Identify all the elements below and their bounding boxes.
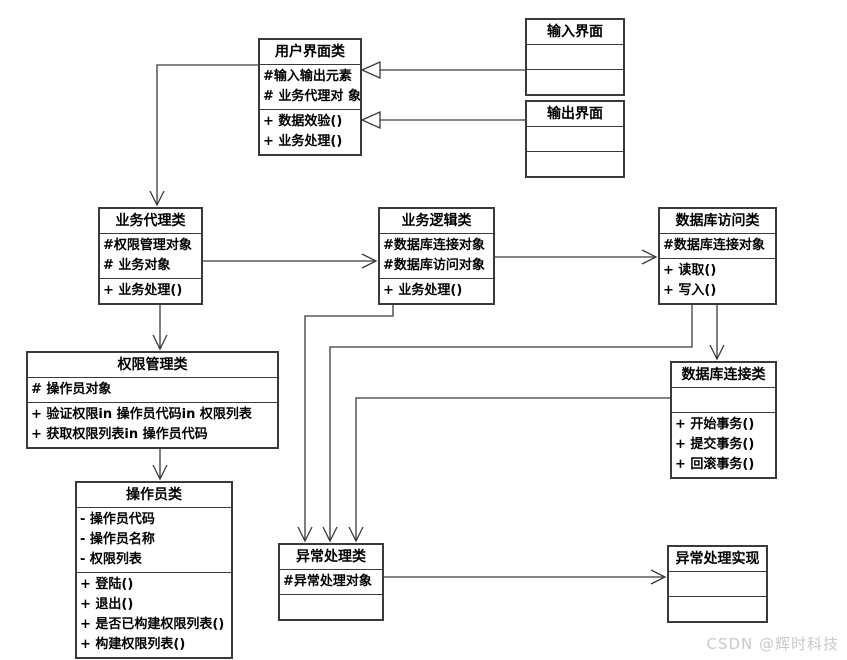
attribute: #数据库连接对象	[663, 238, 765, 253]
class-title: 业务逻辑类	[401, 213, 472, 229]
method: + 退出()	[80, 597, 134, 612]
methods-compartment: + 业务处理()	[100, 278, 201, 303]
edge-inputinterface-generalizes-userinterface	[360, 60, 525, 80]
class-title: 用户界面类	[275, 44, 345, 60]
edge-businessproxy-to-permmgmt	[152, 298, 168, 351]
attributes-compartment: #权限管理对象 # 业务对象	[100, 233, 201, 278]
attribute: #异常处理对象	[283, 574, 372, 589]
methods-compartment	[280, 594, 382, 619]
method: + 验证权限in 操作员代码in 权限列表	[31, 407, 252, 422]
edge-userinterface-to-businessproxy	[149, 64, 258, 207]
class-title: 操作员类	[126, 487, 182, 503]
attributes-compartment: #数据库连接对象 #数据库访问对象	[380, 233, 493, 278]
methods-compartment: + 验证权限in 操作员代码in 权限列表 + 获取权限列表in 操作员代码	[28, 402, 277, 447]
class-title: 数据库连接类	[681, 367, 766, 383]
edge-businesslogic-to-exceptionhandler	[297, 300, 394, 543]
method: + 读取()	[663, 263, 717, 278]
class-db-connection: 数据库连接类 + 开始事务() + 提交事务() + 回滚事务()	[670, 361, 777, 479]
methods-compartment: + 业务处理()	[380, 278, 493, 303]
class-title: 输入界面	[547, 24, 603, 40]
method: + 业务处理()	[263, 134, 343, 149]
class-exception-impl: 异常处理实现	[667, 545, 768, 623]
edge-dbconnection-to-exceptionhandler	[348, 397, 670, 543]
attribute: #数据库连接对象	[383, 238, 485, 253]
edge-outputinterface-generalizes-userinterface	[360, 110, 525, 130]
method: + 业务处理()	[383, 283, 463, 298]
class-title: 异常处理类	[296, 549, 366, 565]
method: + 回滚事务()	[675, 457, 755, 472]
attribute: # 业务对象	[103, 258, 171, 273]
edge-exceptionhandler-to-exceptionimpl	[384, 569, 667, 585]
edge-businessproxy-to-businesslogic	[203, 253, 378, 269]
class-db-access: 数据库访问类 #数据库连接对象 + 读取() + 写入()	[658, 207, 777, 305]
class-title: 权限管理类	[117, 357, 188, 373]
attributes-compartment	[527, 44, 623, 69]
attribute: # 操作员对象	[31, 382, 112, 397]
methods-compartment: + 读取() + 写入()	[660, 258, 775, 303]
csdn-watermark: CSDN @辉时科技	[706, 635, 839, 653]
class-perm-mgmt: 权限管理类 # 操作员对象 + 验证权限in 操作员代码in 权限列表 + 获取…	[26, 351, 279, 449]
attribute: - 操作员名称	[80, 532, 155, 547]
edge-dbaccess-to-exceptionhandler	[322, 300, 693, 543]
methods-compartment	[527, 69, 623, 94]
attribute: #权限管理对象	[103, 238, 192, 253]
attribute: #输入输出元素	[263, 69, 352, 84]
class-title: 输出界面	[547, 106, 603, 122]
methods-compartment: + 登陆() + 退出() + 是否已构建权限列表() + 构建权限列表()	[77, 572, 231, 657]
methods-compartment: + 数据效验() + 业务处理()	[260, 109, 360, 154]
attributes-compartment: #输入输出元素 # 业务代理对 象	[260, 64, 360, 109]
method: + 写入()	[663, 283, 717, 298]
attributes-compartment	[527, 126, 623, 151]
methods-compartment: + 开始事务() + 提交事务() + 回滚事务()	[672, 412, 775, 477]
method: + 登陆()	[80, 577, 134, 592]
edge-dbaccess-to-dbconnection	[709, 300, 725, 361]
method: + 提交事务()	[675, 437, 755, 452]
class-operator: 操作员类 - 操作员代码 - 操作员名称 - 权限列表 + 登陆() + 退出(…	[75, 481, 233, 659]
method: + 开始事务()	[675, 417, 755, 432]
method: + 是否已构建权限列表()	[80, 617, 225, 632]
class-business-logic: 业务逻辑类 #数据库连接对象 #数据库访问对象 + 业务处理()	[378, 207, 495, 305]
class-title: 数据库访问类	[675, 213, 760, 229]
attribute: # 业务代理对 象	[263, 89, 360, 104]
class-business-proxy: 业务代理类 #权限管理对象 # 业务对象 + 业务处理()	[98, 207, 203, 305]
class-input-interface: 输入界面	[525, 18, 625, 96]
attribute: #数据库访问对象	[383, 258, 485, 273]
attributes-compartment: #数据库连接对象	[660, 233, 775, 258]
method: + 业务处理()	[103, 283, 183, 298]
attributes-compartment: #异常处理对象	[280, 569, 382, 594]
class-exception-handler: 异常处理类 #异常处理对象	[278, 543, 384, 621]
attribute: - 权限列表	[80, 552, 142, 567]
attributes-compartment: # 操作员对象	[28, 377, 277, 402]
attribute: - 操作员代码	[80, 512, 155, 527]
method: + 构建权限列表()	[80, 637, 186, 652]
method: + 数据效验()	[263, 114, 343, 129]
edge-businesslogic-to-dbaccess	[495, 249, 658, 265]
methods-compartment	[669, 596, 766, 621]
method: + 获取权限列表in 操作员代码	[31, 427, 208, 442]
attributes-compartment	[672, 387, 775, 412]
methods-compartment	[527, 151, 623, 176]
class-title: 异常处理实现	[675, 551, 760, 567]
class-title: 业务代理类	[115, 213, 186, 229]
class-user-interface: 用户界面类 #输入输出元素 # 业务代理对 象 + 数据效验() + 业务处理(…	[258, 38, 362, 156]
attributes-compartment	[669, 571, 766, 596]
attributes-compartment: - 操作员代码 - 操作员名称 - 权限列表	[77, 507, 231, 572]
class-output-interface: 输出界面	[525, 100, 625, 178]
